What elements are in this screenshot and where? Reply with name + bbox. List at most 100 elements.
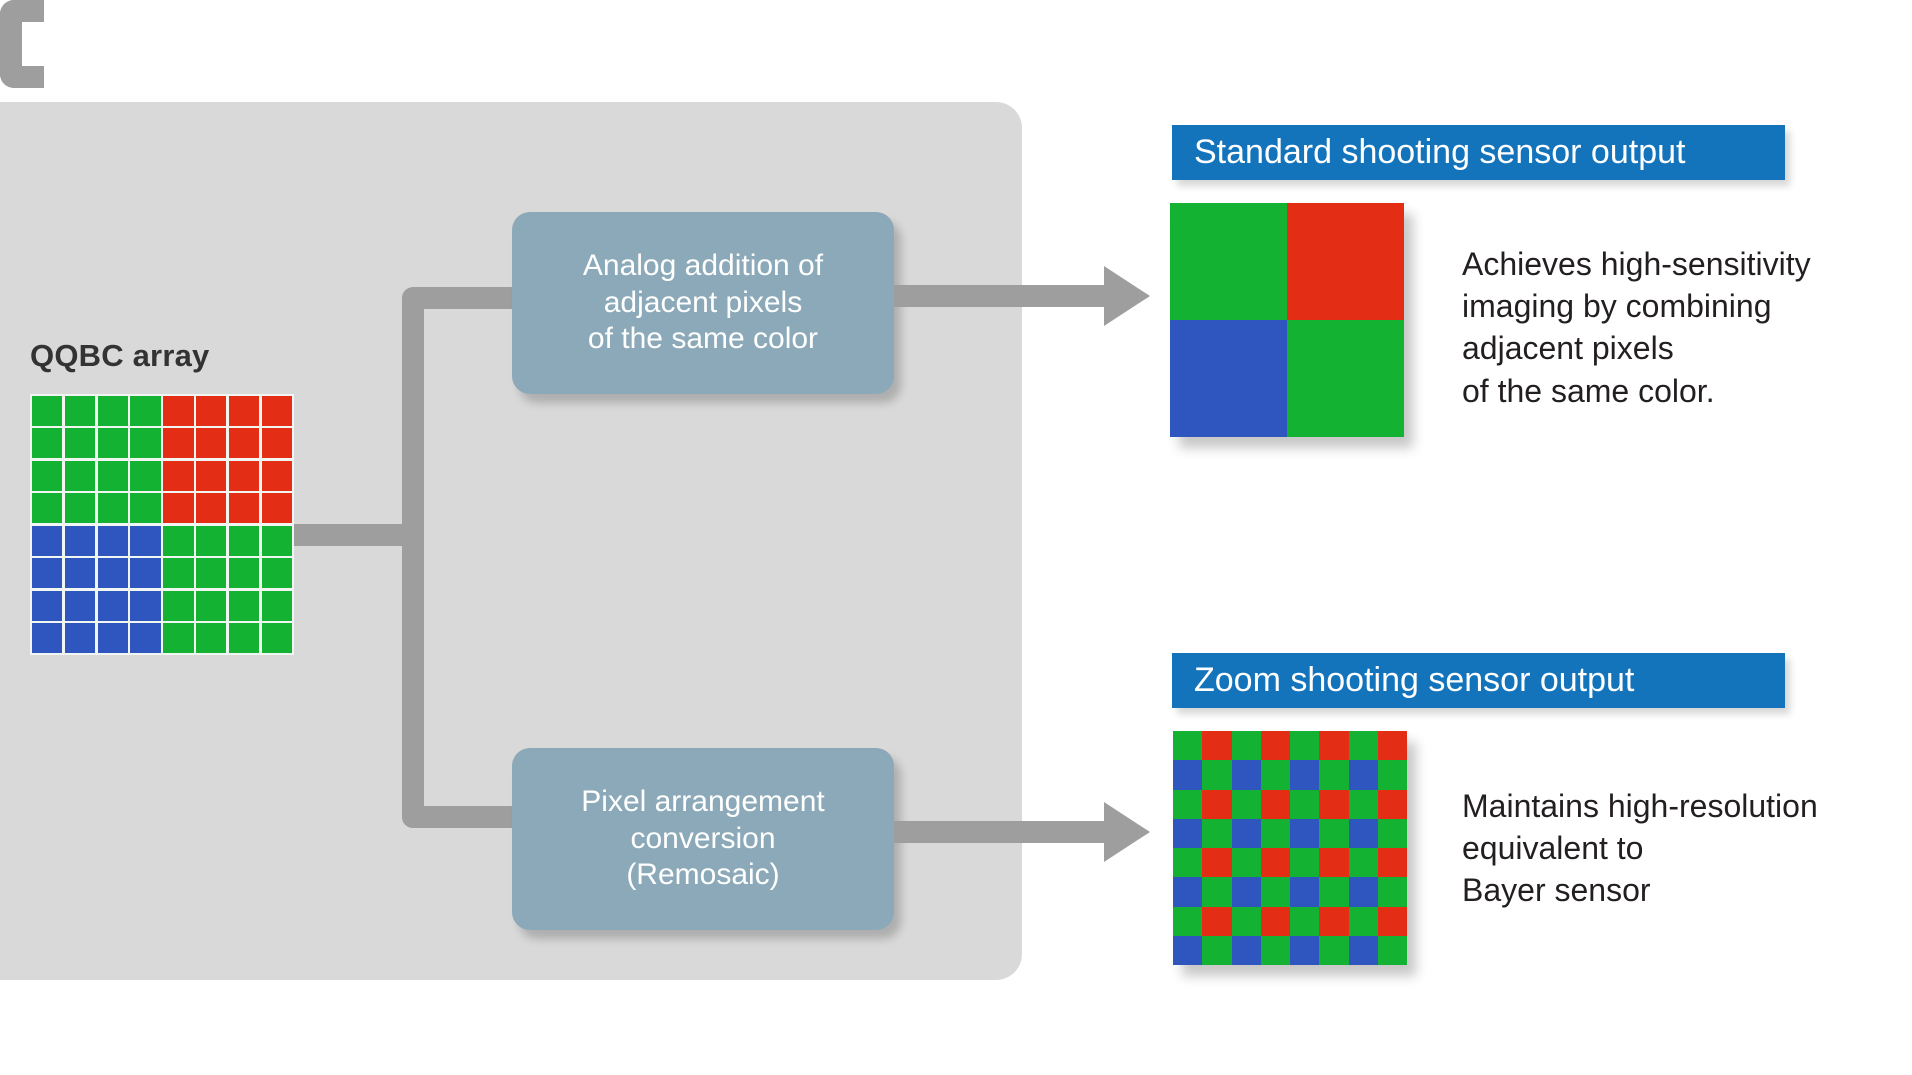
- bayer-cell-green: [1173, 731, 1203, 761]
- qqbc-cell-green: [163, 525, 194, 556]
- bayer-cell-red: [1260, 731, 1290, 761]
- qqbc-cell-green: [261, 623, 292, 653]
- qqbc-cell-red: [196, 428, 227, 459]
- qqbc-cell-blue: [97, 558, 128, 589]
- qqbc-cell-blue: [130, 623, 161, 653]
- bayer-cell-green: [1231, 789, 1261, 819]
- bayer-cell-red: [1319, 731, 1349, 761]
- qqbc-array-label: QQBC array: [30, 338, 210, 373]
- bayer-cell-blue: [1348, 935, 1378, 965]
- qqbc-cell-red: [261, 493, 292, 524]
- qqbc-cell-green: [163, 590, 194, 621]
- bayer-cell-blue: [1231, 818, 1261, 848]
- qqbc-cell-red: [196, 460, 227, 491]
- bayer-cell-blue: [1173, 877, 1203, 907]
- bayer-cell-green: [1260, 935, 1290, 965]
- bayer-cell-green: [1260, 818, 1290, 848]
- qqbc-cell-green: [32, 460, 63, 491]
- standard-output-title-bar: Standard shooting sensor output: [1172, 125, 1785, 180]
- qqbc-cell-green: [130, 428, 161, 459]
- qqbc-cell-blue: [64, 525, 96, 556]
- qqbc-cell-blue: [64, 623, 96, 653]
- bayer-cell-green: [1290, 731, 1320, 761]
- zoom-output-title: Zoom shooting sensor output: [1194, 661, 1635, 699]
- qqbc-cell-blue: [97, 623, 128, 653]
- bayer-cell-blue: [1290, 935, 1320, 965]
- connector-elbow-bottom-left: [0, 44, 44, 88]
- qqbc-cell-red: [163, 428, 194, 459]
- bayer-cell-red: [1377, 906, 1407, 936]
- qqbc-cell-green: [163, 558, 194, 589]
- qqbc-cell-blue: [130, 525, 161, 556]
- bayer-cell-blue: [1290, 818, 1320, 848]
- bayer-cell-blue: [1173, 818, 1203, 848]
- quad-cell-red: [1287, 203, 1404, 320]
- qqbc-pixel-array: [30, 394, 294, 655]
- arrow-to-standard-output: [894, 266, 1150, 326]
- connector-elbow-top-left: [0, 0, 44, 44]
- qqbc-cell-green: [261, 558, 292, 589]
- qqbc-cell-green: [196, 623, 227, 653]
- bayer-cell-green: [1202, 760, 1232, 790]
- bayer-cell-red: [1260, 906, 1290, 936]
- qqbc-cell-green: [196, 590, 227, 621]
- bayer-cell-green: [1319, 877, 1349, 907]
- process-box-analog-addition-label: Analog addition of adjacent pixels of th…: [582, 249, 824, 356]
- qqbc-cell-green: [97, 396, 128, 426]
- bayer-cell-green: [1377, 935, 1407, 965]
- bayer-cell-red: [1319, 789, 1349, 819]
- bayer-cell-green: [1290, 789, 1320, 819]
- bayer-cell-blue: [1348, 818, 1378, 848]
- bayer-cell-green: [1319, 935, 1349, 965]
- bayer-cell-green: [1348, 906, 1378, 936]
- bayer-cell-green: [1231, 848, 1261, 878]
- zoom-output-bayer-mosaic: [1173, 731, 1407, 965]
- bayer-cell-green: [1348, 731, 1378, 761]
- bayer-cell-green: [1231, 906, 1261, 936]
- qqbc-cell-red: [196, 493, 227, 524]
- qqbc-cell-blue: [32, 525, 63, 556]
- qqbc-cell-green: [97, 428, 128, 459]
- qqbc-cell-red: [163, 493, 194, 524]
- qqbc-cell-blue: [64, 590, 96, 621]
- bayer-cell-red: [1319, 906, 1349, 936]
- qqbc-cell-green: [261, 590, 292, 621]
- standard-output-description: Achieves high-sensitivity imaging by com…: [1462, 246, 1811, 409]
- process-box-remosaic[interactable]: Pixel arrangement conversion (Remosaic): [512, 748, 894, 930]
- bayer-cell-green: [1202, 877, 1232, 907]
- qqbc-cell-green: [228, 590, 260, 621]
- qqbc-cell-green: [32, 428, 63, 459]
- bayer-cell-green: [1377, 877, 1407, 907]
- qqbc-cell-green: [228, 525, 260, 556]
- connector-vertical-trunk: [402, 298, 424, 828]
- qqbc-cell-green: [228, 623, 260, 653]
- qqbc-cell-green: [228, 558, 260, 589]
- quad-cell-green: [1170, 203, 1287, 320]
- bayer-cell-red: [1260, 789, 1290, 819]
- qqbc-cell-green: [196, 525, 227, 556]
- qqbc-cell-green: [196, 558, 227, 589]
- bayer-cell-red: [1377, 789, 1407, 819]
- bayer-cell-blue: [1231, 877, 1261, 907]
- bayer-cell-green: [1202, 818, 1232, 848]
- qqbc-cell-blue: [32, 623, 63, 653]
- qqbc-cell-green: [64, 493, 96, 524]
- qqbc-cell-red: [163, 460, 194, 491]
- qqbc-cell-red: [228, 396, 260, 426]
- qqbc-cell-green: [261, 525, 292, 556]
- qqbc-cell-red: [261, 428, 292, 459]
- qqbc-cell-green: [64, 460, 96, 491]
- process-box-remosaic-label: Pixel arrangement conversion (Remosaic): [581, 785, 825, 892]
- bayer-cell-green: [1231, 731, 1261, 761]
- qqbc-cell-red: [163, 396, 194, 426]
- arrow-head-icon: [1104, 802, 1150, 862]
- process-box-analog-addition[interactable]: Analog addition of adjacent pixels of th…: [512, 212, 894, 394]
- bayer-cell-blue: [1348, 877, 1378, 907]
- bayer-cell-blue: [1231, 935, 1261, 965]
- bayer-cell-red: [1202, 789, 1232, 819]
- zoom-output-title-bar: Zoom shooting sensor output: [1172, 653, 1785, 708]
- bayer-cell-green: [1348, 789, 1378, 819]
- arrow-head-icon: [1104, 266, 1150, 326]
- bayer-cell-red: [1202, 731, 1232, 761]
